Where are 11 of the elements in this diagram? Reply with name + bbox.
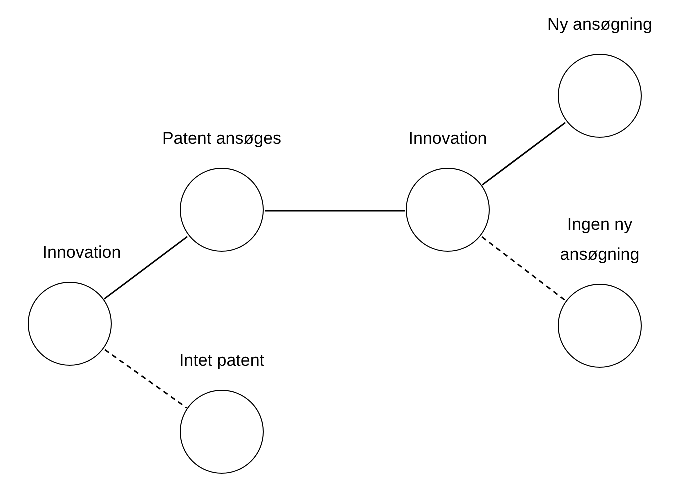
connector-line (104, 236, 188, 300)
node-label: Intet patent (179, 350, 265, 372)
connector-line (265, 210, 405, 212)
node-label: Innovation (408, 128, 488, 150)
node-label: Ny ansøgning (548, 14, 652, 36)
dashed-line (104, 349, 188, 409)
dashed-line (482, 236, 566, 302)
node-label: Ingen ny ansøgning (559, 214, 641, 266)
connector-line (482, 122, 566, 186)
node-label: Patent ansøges (162, 128, 282, 150)
node-label: Innovation (42, 242, 122, 264)
